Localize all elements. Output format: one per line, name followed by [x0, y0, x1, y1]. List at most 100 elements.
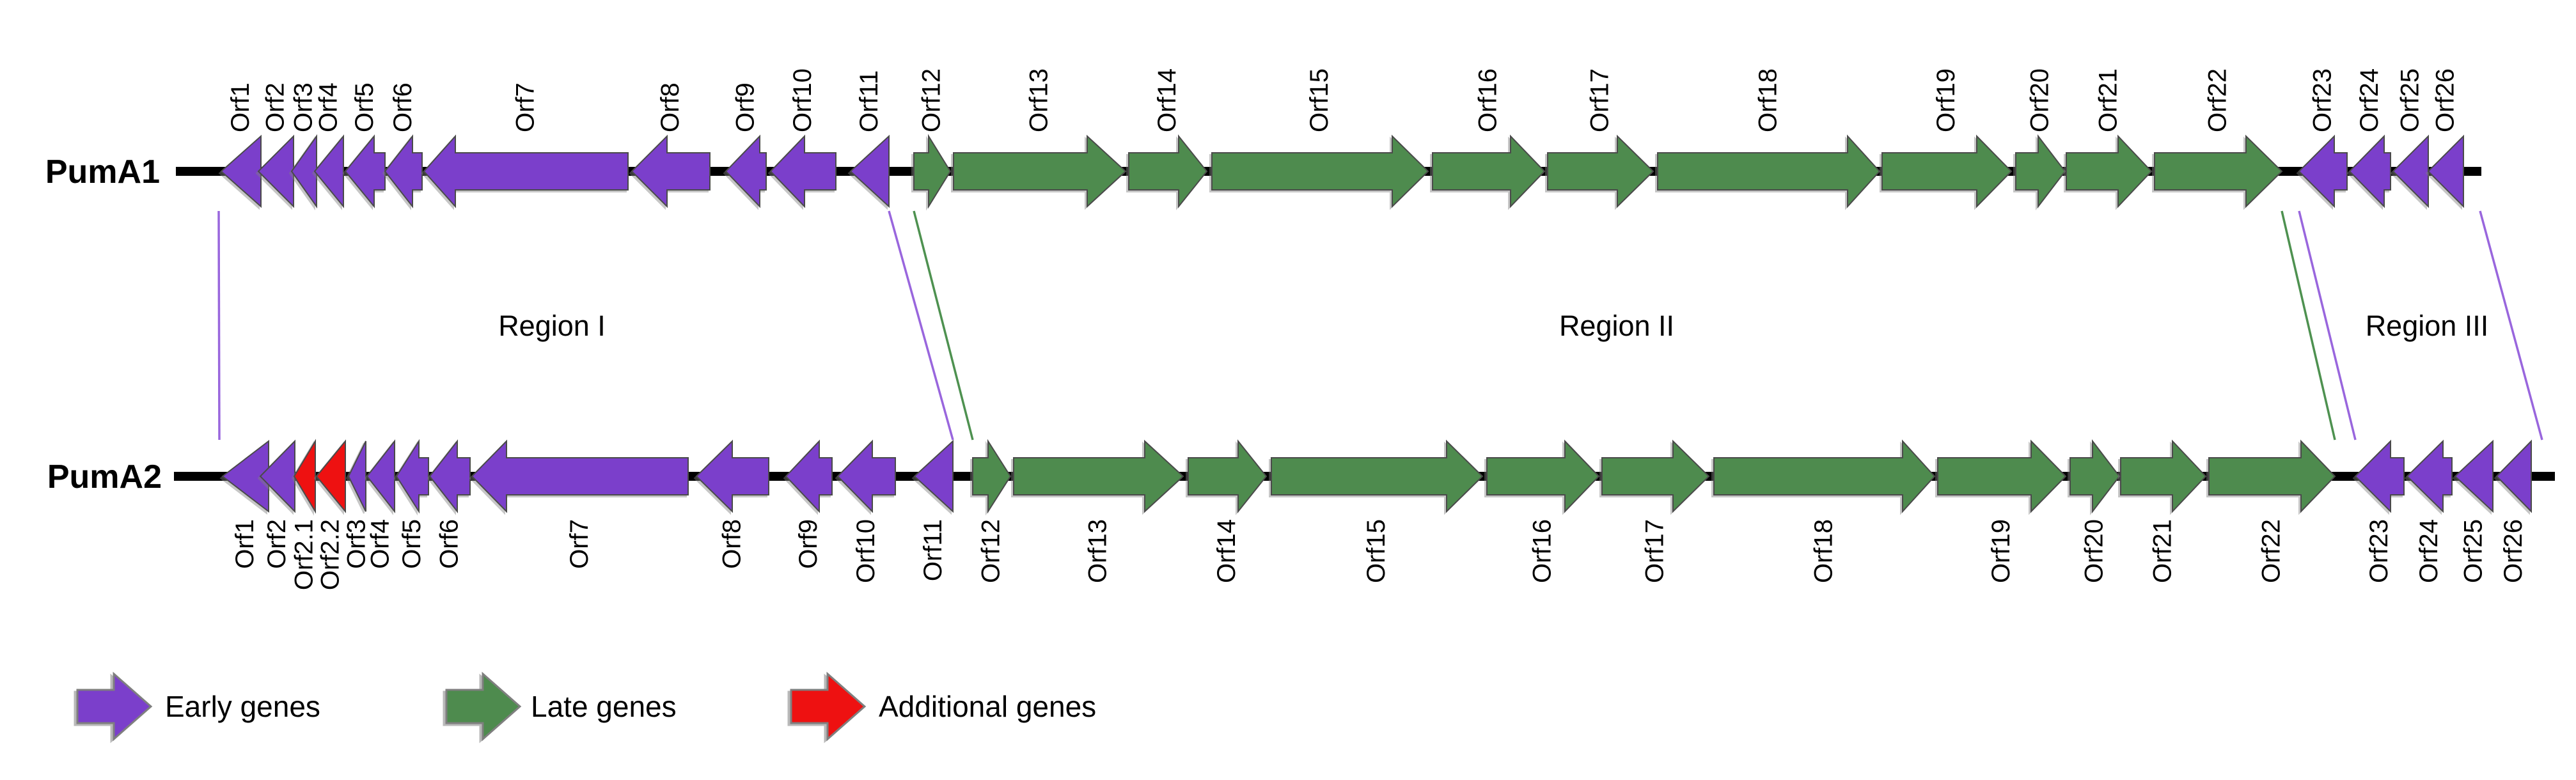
gene-label-puma1-orf18: Orf18 — [1754, 68, 1782, 132]
gene-label-puma1-orf24: Orf24 — [2355, 68, 2384, 132]
gene-arrow-puma2-orf2.1 — [293, 439, 316, 514]
legend-label-additional-genes: Additional genes — [879, 690, 1096, 723]
gene-arrow-puma1-orf8 — [631, 134, 711, 208]
gene-label-puma2-orf2: Orf2 — [263, 519, 291, 569]
gene-label-puma1-orf21: Orf21 — [2094, 68, 2123, 132]
region-label-2: Region II — [1559, 309, 1674, 342]
synteny-connector-line-purple — [888, 210, 954, 441]
gene-label-puma2-orf20: Orf20 — [2080, 519, 2109, 583]
gene-arrow-puma1-orf11 — [849, 134, 890, 208]
gene-label-puma1-orf17: Orf17 — [1586, 68, 1614, 132]
gene-label-puma2-orf14: Orf14 — [1213, 519, 1241, 583]
gene-label-puma2-orf21: Orf21 — [2149, 519, 2177, 583]
gene-arrow-puma2-orf24 — [2406, 439, 2453, 513]
gene-arrow-puma2-orf16 — [1486, 439, 1600, 513]
gene-label-puma1-orf23: Orf23 — [2309, 68, 2337, 132]
gene-arrow-puma2-orf14 — [1188, 439, 1268, 513]
gene-label-puma1-orf10: Orf10 — [789, 68, 817, 132]
gene-label-puma2-orf26: Orf26 — [2499, 519, 2527, 583]
gene-arrow-puma2-orf6 — [428, 439, 471, 513]
gene-label-puma1-orf15: Orf15 — [1305, 68, 1333, 132]
legend-arrow-icon-additional-genes — [790, 671, 867, 742]
gene-arrow-puma1-orf19 — [1881, 134, 2013, 208]
gene-label-puma2-orf19: Orf19 — [1987, 519, 2015, 583]
gene-label-puma1-orf20: Orf20 — [2026, 68, 2054, 132]
gene-arrow-puma1-orf16 — [1432, 134, 1546, 208]
gene-arrow-puma1-orf24 — [2348, 134, 2391, 208]
gene-label-puma1-orf9: Orf9 — [732, 82, 760, 132]
gene-label-puma1-orf25: Orf25 — [2396, 68, 2424, 132]
gene-arrow-puma1-orf9 — [725, 134, 767, 208]
gene-arrow-puma2-orf19 — [1937, 439, 2067, 513]
track-label-puma2: PumA2 — [47, 458, 162, 495]
gene-arrow-puma2-orf13 — [1013, 439, 1184, 513]
gene-label-puma2-orf11: Orf11 — [919, 519, 947, 581]
gene-label-puma1-orf13: Orf13 — [1025, 68, 1053, 132]
gene-label-puma2-orf16: Orf16 — [1528, 519, 1557, 583]
gene-arrow-puma2-orf3 — [347, 441, 366, 512]
gene-label-puma1-orf26: Orf26 — [2431, 68, 2460, 132]
gene-arrow-puma2-orf21 — [2120, 439, 2207, 513]
gene-arrow-puma2-orf23 — [2354, 439, 2405, 513]
gene-label-puma2-orf23: Orf23 — [2365, 519, 2393, 583]
gene-label-puma2-orf15: Orf15 — [1362, 519, 1390, 583]
gene-label-puma2-orf5: Orf5 — [398, 519, 426, 569]
gene-arrow-puma2-orf7 — [471, 439, 689, 513]
gene-label-puma2-orf17: Orf17 — [1641, 519, 1669, 583]
gene-arrow-puma2-orf2.2 — [315, 439, 346, 513]
legend-arrow-icon-early-genes — [76, 671, 153, 742]
legend-arrow-icon-late-genes — [445, 671, 522, 742]
gene-arrow-puma2-orf4 — [366, 439, 395, 513]
gene-arrow-puma1-orf13 — [953, 134, 1127, 208]
gene-label-puma2-orf1: Orf1 — [231, 519, 259, 569]
legend-label-late-genes: Late genes — [531, 690, 677, 723]
gene-label-puma1-orf2: Orf2 — [262, 82, 290, 132]
gene-arrow-puma1-orf22 — [2154, 134, 2283, 208]
gene-label-puma1-orf3: Orf3 — [290, 82, 318, 132]
gene-arrow-puma1-orf20 — [2015, 134, 2066, 208]
gene-arrow-puma2-orf12 — [972, 439, 1012, 514]
gene-arrow-puma1-orf15 — [1211, 134, 1429, 208]
gene-label-puma2-orf24: Orf24 — [2415, 519, 2443, 583]
gene-label-puma2-orf25: Orf25 — [2460, 519, 2488, 583]
gene-label-puma2-orf10: Orf10 — [852, 519, 880, 583]
gene-label-puma2-orf12: Orf12 — [977, 519, 1005, 583]
gene-arrow-puma2-orf17 — [1601, 439, 1710, 513]
gene-arrow-puma1-orf10 — [769, 134, 836, 208]
gene-label-puma2-orf3: Orf3 — [343, 519, 371, 569]
gene-label-puma1-orf1: Orf1 — [226, 82, 255, 132]
gene-arrow-puma1-orf12 — [913, 134, 952, 209]
gene-label-puma1-orf12: Orf12 — [918, 68, 946, 132]
gene-label-puma2-orf2.2: Orf2.2 — [317, 519, 345, 590]
synteny-connector-line-green — [2281, 210, 2336, 441]
gene-arrow-puma2-orf9 — [785, 439, 833, 513]
gene-label-puma1-orf7: Orf7 — [512, 82, 540, 132]
synteny-connector-line-purple — [2298, 210, 2357, 441]
gene-arrow-puma1-orf18 — [1657, 134, 1881, 208]
gene-label-puma2-orf7: Orf7 — [565, 519, 593, 569]
gene-label-puma1-orf4: Orf4 — [315, 82, 343, 132]
gene-arrow-puma1-orf7 — [423, 134, 629, 208]
region-label-1: Region I — [498, 309, 606, 342]
gene-arrow-puma1-orf17 — [1547, 134, 1654, 208]
gene-arrow-puma2-orf25 — [2454, 439, 2494, 513]
gene-label-puma1-orf6: Orf6 — [389, 82, 417, 132]
gene-arrow-puma2-orf22 — [2208, 439, 2336, 513]
gene-arrow-puma2-orf11 — [913, 439, 954, 513]
gene-label-puma1-orf5: Orf5 — [350, 82, 379, 132]
gene-label-puma2-orf22: Orf22 — [2258, 519, 2286, 583]
gene-arrow-puma1-orf4 — [313, 134, 344, 208]
gene-arrow-puma1-orf14 — [1128, 134, 1208, 208]
gene-arrow-puma2-orf5 — [395, 439, 429, 514]
region-label-3: Region III — [2366, 309, 2489, 342]
gene-label-puma1-orf22: Orf22 — [2204, 68, 2232, 132]
gene-arrow-puma2-orf15 — [1271, 439, 1484, 513]
gene-label-puma1-orf19: Orf19 — [1932, 68, 1960, 132]
track-label-puma1: PumA1 — [45, 153, 160, 191]
gene-label-puma2-orf6: Orf6 — [436, 519, 464, 569]
gene-arrow-puma2-orf26 — [2495, 439, 2532, 513]
gene-label-puma1-orf11: Orf11 — [855, 70, 883, 132]
gene-label-puma2-orf4: Orf4 — [366, 519, 395, 569]
